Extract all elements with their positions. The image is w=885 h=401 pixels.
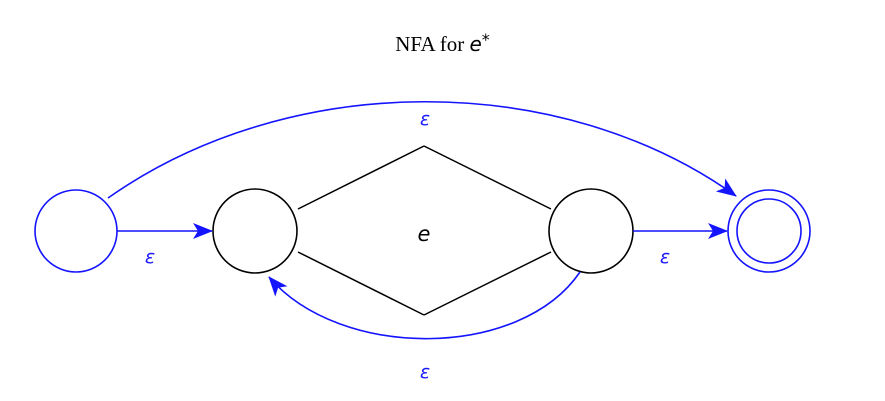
start-state <box>34 189 118 273</box>
accept-state-inner <box>736 198 802 264</box>
sub-machine-edge-lower-left <box>297 251 425 316</box>
title-symbol: e <box>469 32 482 56</box>
diagram-title: NFA for e* <box>0 30 885 57</box>
label-start-to-inner-start: ε <box>145 246 155 268</box>
edge-inner-accept-to-inner-start <box>268 271 581 340</box>
inner-start-state <box>212 188 298 274</box>
sub-machine-edge-upper-right <box>423 145 552 210</box>
edge-start-to-accept <box>107 101 737 199</box>
sub-machine-edge-lower-right <box>423 251 552 316</box>
sub-machine-edge-upper-left <box>297 145 425 210</box>
accept-state-outer <box>727 189 811 273</box>
sub-machine-label: e <box>418 222 431 246</box>
title-superscript: * <box>481 30 490 49</box>
label-start-to-accept: ε <box>420 108 430 130</box>
label-inner-accept-to-accept: ε <box>660 246 670 268</box>
inner-accept-state <box>548 188 634 274</box>
title-text: NFA for <box>395 32 470 56</box>
label-inner-accept-to-inner-start: ε <box>420 361 430 383</box>
